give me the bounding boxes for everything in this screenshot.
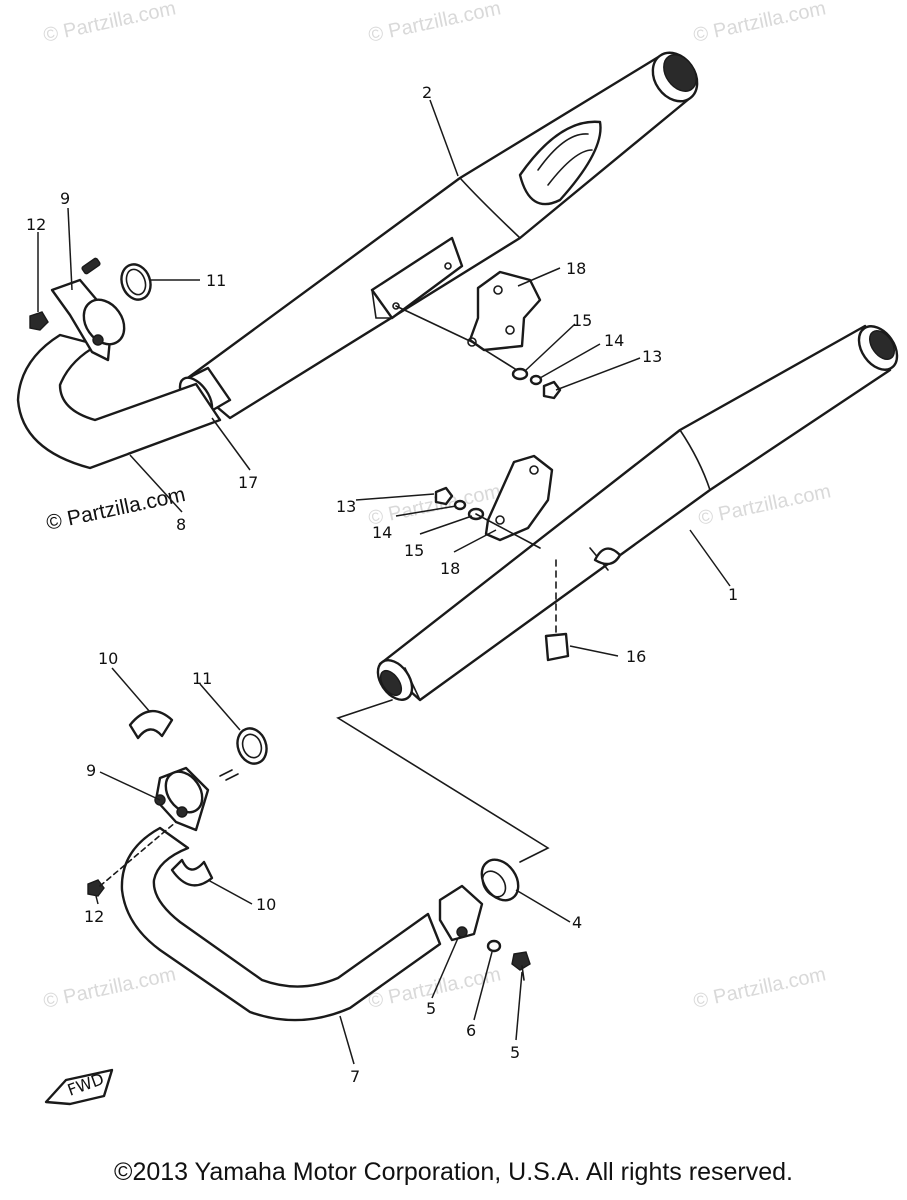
watermark: © Partzilla.com xyxy=(696,480,832,530)
callout-8: 8 xyxy=(176,515,186,534)
lower-muffler xyxy=(376,324,899,702)
watermark: © Partzilla.com xyxy=(366,0,502,47)
forward-arrow: FWD xyxy=(44,1068,114,1106)
callout-numbers: 2 9 12 11 18 15 14 13 17 8 13 14 15 18 1… xyxy=(26,83,738,1086)
callout-13: 13 xyxy=(336,497,356,516)
upper-bracket-assembly xyxy=(395,270,562,400)
leader-lines xyxy=(37,99,731,1065)
callout-18: 18 xyxy=(566,259,586,278)
callout-15: 15 xyxy=(404,541,424,560)
watermark: © Partzilla.com xyxy=(691,0,827,47)
callout-17: 17 xyxy=(238,473,258,492)
callout-10: 10 xyxy=(98,649,118,668)
callout-12: 12 xyxy=(26,215,46,234)
lower-bracket-assembly xyxy=(434,454,554,549)
watermark: © Partzilla.com xyxy=(41,0,177,47)
callout-10: 10 xyxy=(256,895,276,914)
callout-1: 1 xyxy=(728,585,738,604)
callout-13: 13 xyxy=(642,347,662,366)
callout-7: 7 xyxy=(350,1067,360,1086)
lower-header-pipe xyxy=(87,699,550,1022)
callout-6: 6 xyxy=(466,1021,476,1040)
copyright-notice: ©2013 Yamaha Motor Corporation, U.S.A. A… xyxy=(114,1158,793,1186)
callout-11: 11 xyxy=(192,669,212,688)
watermark-dark: © Partzilla.com xyxy=(44,483,187,535)
callout-9: 9 xyxy=(60,189,70,208)
callout-9: 9 xyxy=(86,761,96,780)
callout-14: 14 xyxy=(604,331,624,350)
watermark: © Partzilla.com xyxy=(691,963,827,1013)
callout-2: 2 xyxy=(422,83,432,102)
callout-14: 14 xyxy=(372,523,392,542)
callout-11: 11 xyxy=(206,271,226,290)
callout-15: 15 xyxy=(572,311,592,330)
callout-18: 18 xyxy=(440,559,460,578)
callout-4: 4 xyxy=(572,913,582,932)
callout-3: 5 xyxy=(426,999,436,1018)
upper-muffler xyxy=(178,51,699,423)
callout-5: 5 xyxy=(510,1043,520,1062)
upper-header-pipe xyxy=(16,257,222,470)
callout-12: 12 xyxy=(84,907,104,926)
callout-16: 16 xyxy=(626,647,646,666)
exhaust-parts-diagram: © Partzilla.com © Partzilla.com © Partzi… xyxy=(16,0,899,1106)
watermark: © Partzilla.com xyxy=(41,963,177,1013)
